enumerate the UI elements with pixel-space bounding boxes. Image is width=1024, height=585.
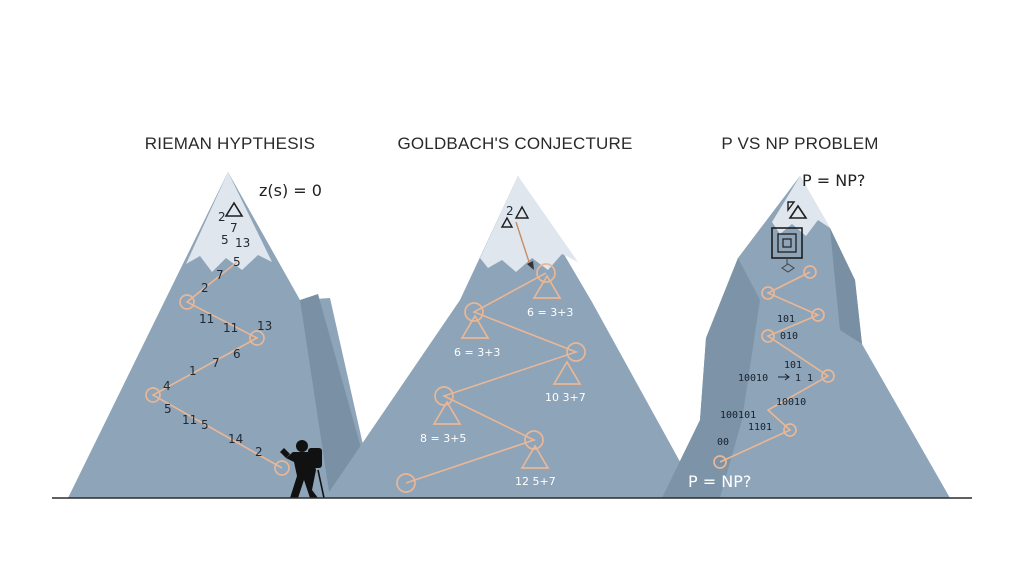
goldbach-triangle [460, 314, 490, 339]
pnp-route [719, 271, 830, 463]
goldbach-triangle [552, 360, 582, 385]
riemann-number: 5 [201, 418, 209, 432]
mountain-title-goldbach: GOLDBACH'S CONJECTURE [397, 134, 632, 153]
riemann-number: 6 [233, 347, 241, 361]
riemann-summit-formula: z(s) = 0 [259, 181, 322, 200]
goldbach-equation: 8 = 3+5 [420, 432, 466, 445]
riemann-number: 11 [223, 321, 238, 335]
pnp-node [713, 455, 727, 469]
goldbach-route [405, 272, 579, 484]
mountain-title-riemann: RIEMAN HYPTHESIS [145, 134, 315, 153]
arrow-right-icon [778, 373, 790, 381]
riemann-node [179, 294, 195, 310]
goldbach-equation: 10 3+7 [545, 391, 586, 404]
mountain-goldbach-face [325, 176, 700, 498]
riemann-node [249, 330, 265, 346]
goldbach-equation: 6 = 3+3 [527, 306, 573, 319]
pnp-summit-flag [787, 201, 796, 213]
goldbach-node [536, 263, 556, 283]
mountain-goldbach-snow [480, 176, 578, 272]
riemann-number: 7 [230, 221, 238, 235]
goldbach-summit-number: 2 [506, 204, 514, 218]
pnp-base-question: P = NP? [688, 472, 751, 491]
pnp-node [811, 308, 825, 322]
mountain-pnp [662, 176, 950, 498]
pnp-node [761, 329, 775, 343]
pnp-binary: 100101 [720, 410, 756, 421]
pnp-node [783, 423, 797, 437]
climber-silhouette [280, 440, 325, 499]
riemann-node [145, 387, 161, 403]
pnp-binary: 101 [777, 314, 795, 325]
mountain-title-pnp: P VS NP PROBLEM [721, 134, 878, 153]
riemann-number: 13 [235, 236, 250, 250]
riemann-summit-triangle [224, 201, 244, 217]
goldbach-summit-arrow [515, 221, 532, 269]
pnp-node [761, 286, 775, 300]
pnp-node [821, 369, 835, 383]
mountain-pnp-snow [772, 176, 830, 236]
pnp-summit-triangle [788, 204, 808, 219]
mountain-pnp-ridge [830, 228, 862, 344]
goldbach-node [434, 386, 454, 406]
riemann-number: 2 [201, 281, 209, 295]
goldbach-triangle [520, 444, 550, 469]
riemann-number: 5 [164, 402, 172, 416]
mountain-riemann-face [68, 172, 375, 498]
mountain-pnp-shadow [662, 258, 760, 498]
pnp-binary: 010 [780, 331, 798, 342]
mountain-riemann-shadow [300, 294, 375, 498]
pnp-binary: 10010 [738, 373, 768, 384]
riemann-number: 1 [189, 364, 197, 378]
arrowhead-icon [527, 261, 534, 270]
mountain-riemann-snow [186, 172, 272, 272]
pnp-binary: 1 1 [795, 373, 813, 384]
goldbach-equation: 6 = 3+3 [454, 346, 500, 359]
riemann-route [151, 261, 283, 469]
goldbach-summit-triangle-large [514, 205, 530, 219]
goldbach-node [464, 302, 484, 322]
riemann-number: 7 [212, 356, 220, 370]
riemann-number: 14 [228, 432, 243, 446]
riemann-number: 4 [163, 379, 171, 393]
pnp-node [803, 265, 817, 279]
riemann-number: 2 [255, 445, 263, 459]
riemann-node [274, 460, 290, 476]
mountain-riemann [68, 172, 375, 498]
riemann-number: 13 [257, 319, 272, 333]
riemann-number: 2 [218, 210, 226, 224]
pnp-binary: 00 [717, 437, 729, 448]
riemann-number: 5 [233, 255, 241, 269]
riemann-number: 5 [221, 233, 229, 247]
goldbach-equation: 12 5+7 [515, 475, 556, 488]
diamond-icon [781, 263, 795, 273]
pnp-binary: 10010 [776, 397, 806, 408]
pnp-summit-question: P = NP? [802, 171, 865, 190]
riemann-number: 11 [199, 312, 214, 326]
riemann-number: 11 [182, 413, 197, 427]
mountain-goldbach [325, 176, 700, 498]
pnp-binary: 101 [784, 360, 802, 371]
goldbach-summit-triangle-small [500, 216, 514, 228]
pnp-binary: 1101 [748, 422, 772, 433]
goldbach-triangle [532, 274, 562, 299]
goldbach-node [396, 473, 416, 493]
goldbach-triangle [432, 400, 462, 425]
goldbach-node [566, 342, 586, 362]
riemann-number: 7 [216, 268, 224, 282]
